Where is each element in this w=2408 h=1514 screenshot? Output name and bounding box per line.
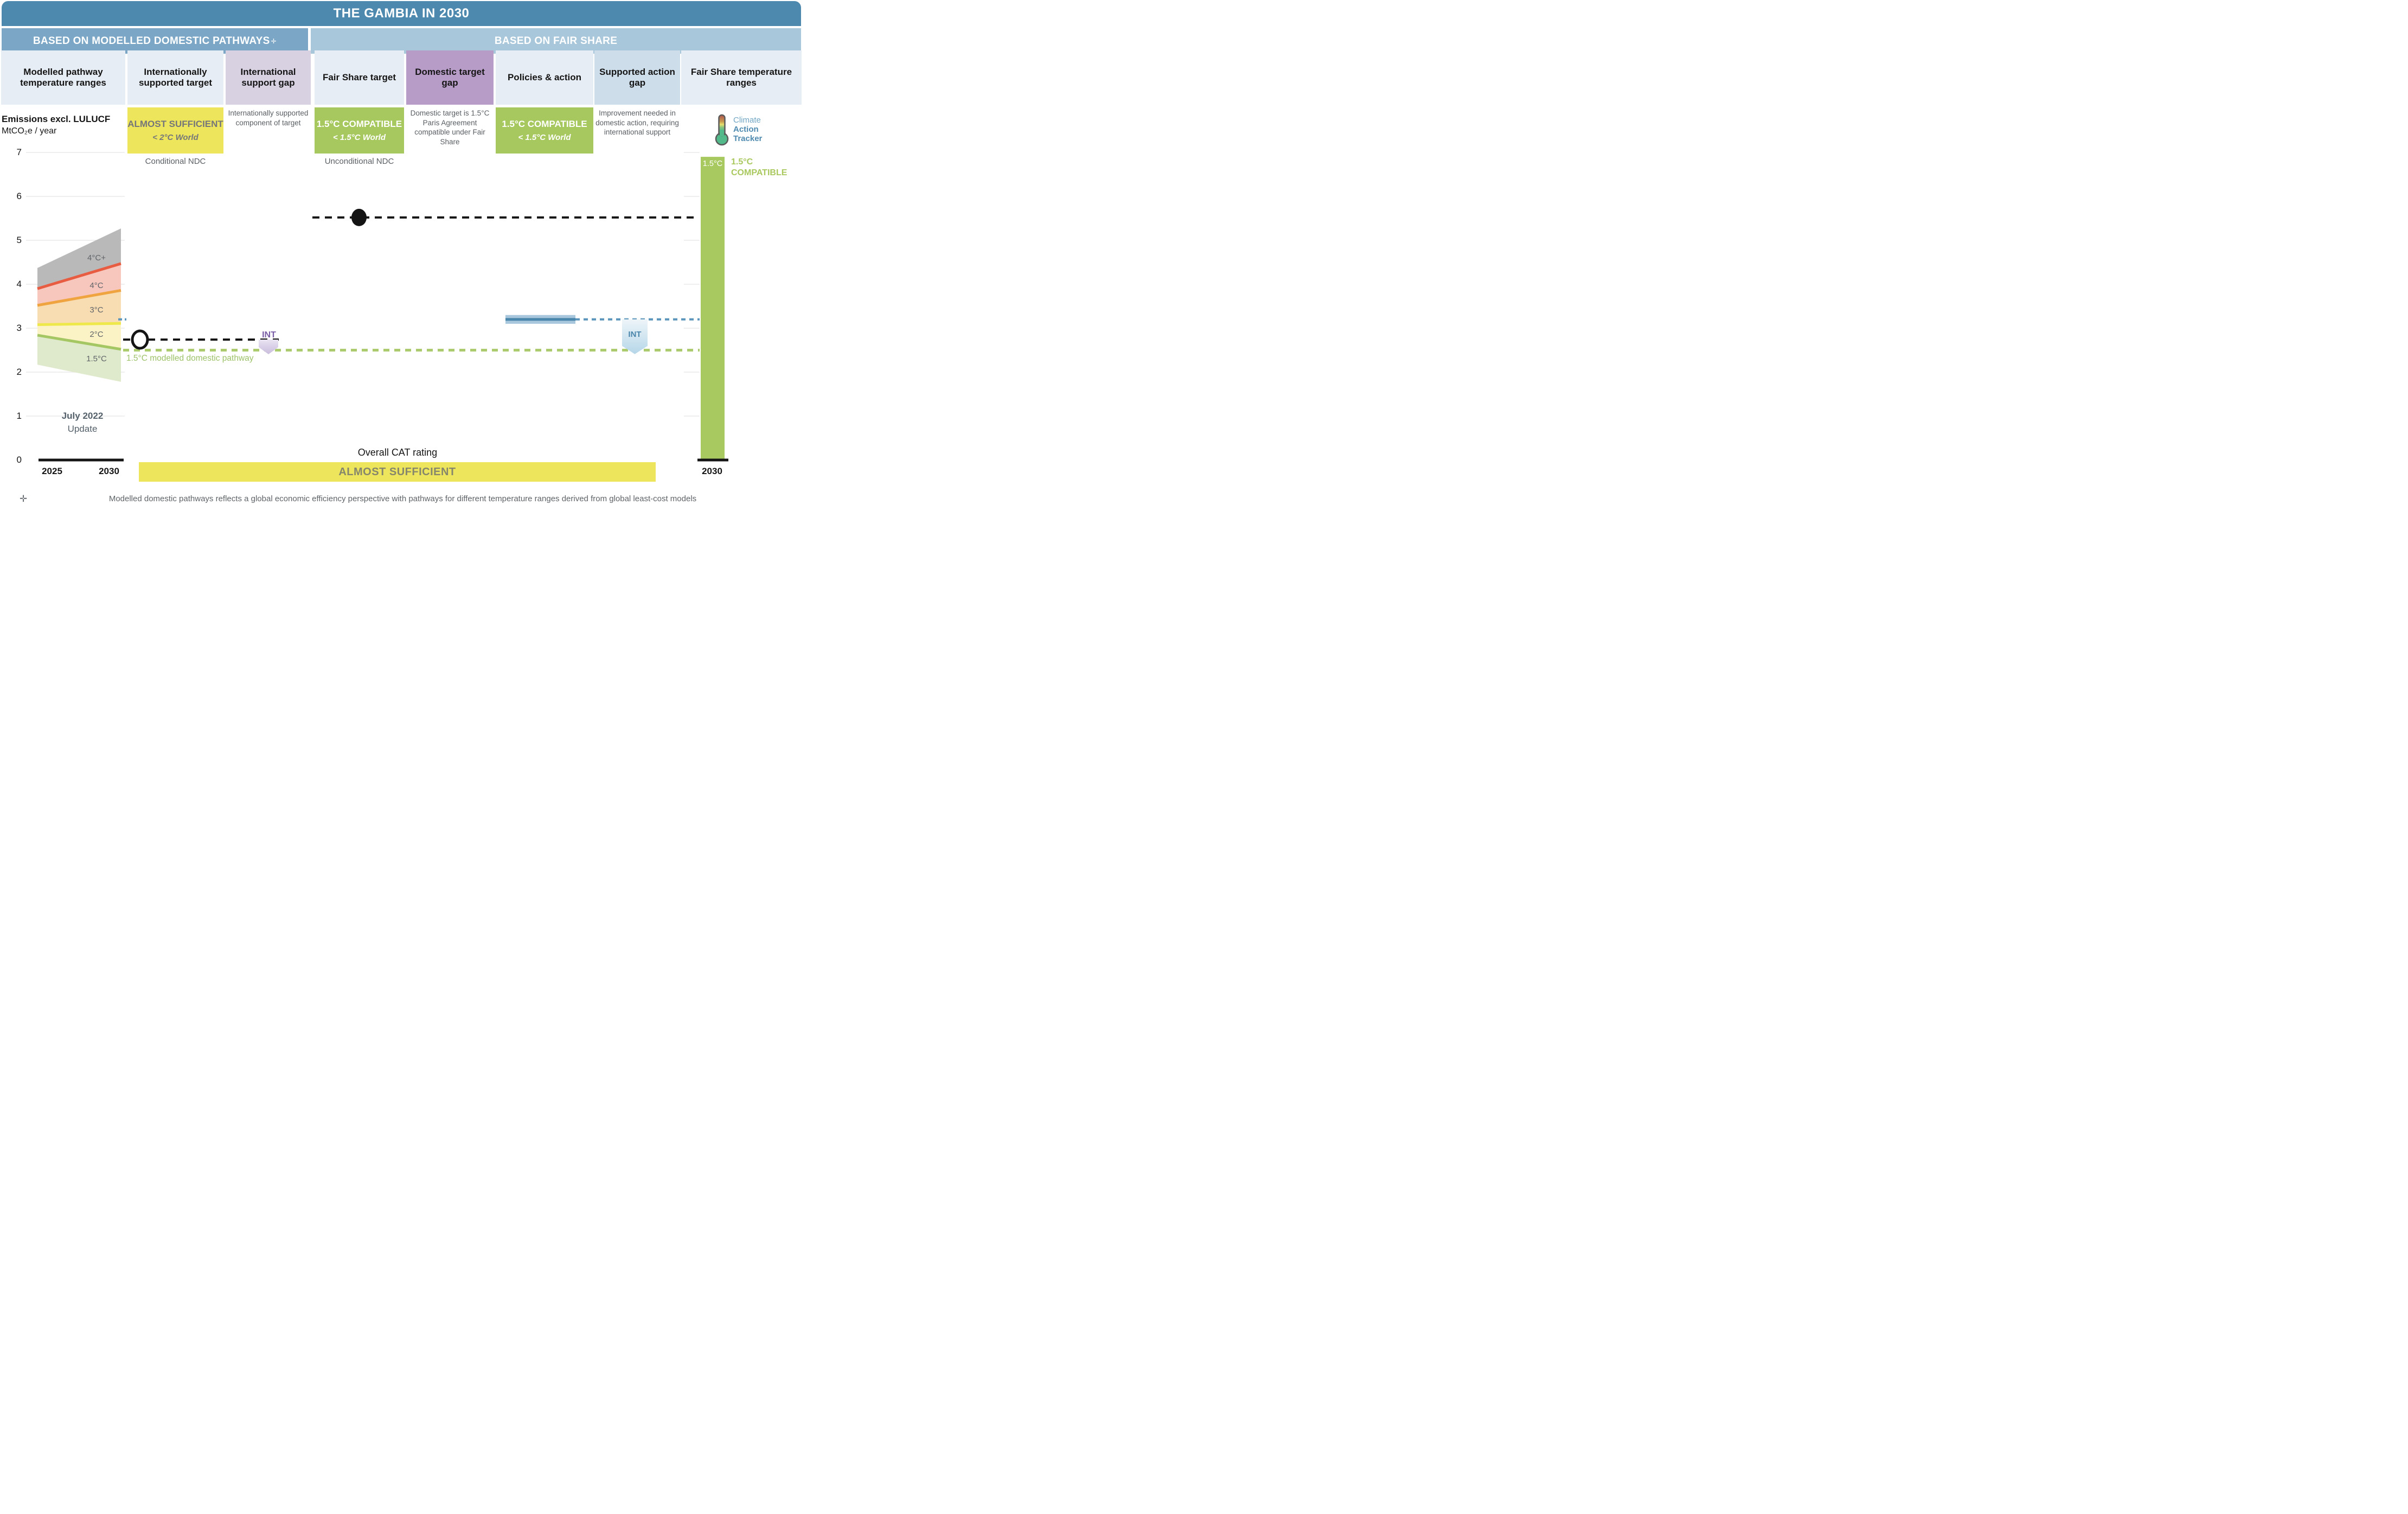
band-label-2c: 2°C [89,330,104,339]
unconditional-ndc-label: Unconditional NDC [324,157,394,166]
fair-share-bar-label: 1.5°C [702,159,723,168]
logo-line-action: Action [733,124,759,134]
update-date: July 2022 [61,411,104,421]
y-tick-0: 0 [16,455,22,465]
footnote-marker-sup: ✛ [271,37,277,45]
y-tick-7: 7 [16,147,22,157]
international-support-gap-arrow [259,340,278,355]
band-label-4c-plus: 4°C+ [87,253,106,263]
wedge-boundary-line [37,262,121,290]
y-tick-3: 3 [16,323,22,333]
wedge-band [37,323,121,349]
overall-cat-rating-label: Overall CAT rating [357,447,438,458]
y-axis-units: MtCO₂e / year [2,126,57,136]
fair-share-compatible-side-label: 1.5°C COMPATIBLE [731,157,787,178]
column-header-international-support-gap: International support gap [226,50,311,105]
wedge-band [37,228,121,289]
rating-world: < 1.5°C World [333,132,386,142]
supported-action-gap-arrow [622,319,648,354]
x-label-2025: 2025 [42,466,62,476]
side-label-line2: COMPATIBLE [731,168,787,177]
column-header-policies-action: Policies & action [496,50,593,105]
update-word: Update [67,424,98,434]
band-label-1-5c: 1.5°C [86,354,107,363]
section-header-modelled-domestic: BASED ON MODELLED DOMESTIC PATHWAYS✛ [2,28,308,54]
side-label-line1: 1.5°C [731,157,753,167]
cat-country-assessment: THE GAMBIA IN 2030 BASED ON MODELLED DOM… [0,0,803,505]
footnote-text: Modelled domestic pathways reflects a gl… [108,494,697,503]
wedge-band [37,290,121,325]
x-label-2030-left: 2030 [99,466,119,476]
wedge-boundary-line [37,334,121,351]
logo-line-tracker: Tracker [733,133,763,143]
policies-action-median-line [505,318,575,321]
chart-canvas [26,152,728,462]
fair-share-compatible-bar [701,157,725,461]
band-label-4c: 4°C [89,281,104,290]
rating-label: 1.5°C COMPATIBLE [502,119,587,130]
column-header-fair-share-target: Fair Share target [315,50,404,105]
section-header-fair-share: BASED ON FAIR SHARE [311,28,801,54]
rating-label: ALMOST SUFFICIENT [127,119,223,130]
thermometer-icon [715,114,729,146]
band-label-3c: 3°C [89,305,104,315]
rating-box-fair-share-target: 1.5°C COMPATIBLE < 1.5°C World [315,107,404,154]
y-tick-2: 2 [16,367,22,377]
rating-world: < 1.5°C World [518,132,571,142]
wedge-band [37,263,121,305]
internationally-supported-target-marker [131,329,149,350]
column-header-modelled-pathway-ranges: Modelled pathway temperature ranges [1,50,125,105]
logo-line-climate: Climate [733,116,761,125]
international-support-gap-note: Internationally supported component of t… [228,109,309,127]
supported-action-gap-note: Improvement needed in domestic action, r… [595,109,679,137]
cat-logo-text: Climate Action Tracker [733,116,762,143]
domestic-target-gap-note: Domestic target is 1.5°C Paris Agreement… [410,109,490,146]
rating-box-policies-action: 1.5°C COMPATIBLE < 1.5°C World [496,107,593,154]
x-label-2030-right: 2030 [702,466,722,476]
column-header-fair-share-temp-ranges: Fair Share temperature ranges [681,50,802,105]
overall-rating-bar: ALMOST SUFFICIENT [139,462,656,482]
rating-world: < 2°C World [152,132,198,142]
column-header-internationally-supported-target: Internationally supported target [127,50,223,105]
column-header-supported-action-gap: Supported action gap [594,50,680,105]
supported-action-gap-arrow-label: INT [628,330,642,339]
international-support-gap-arrow-label: INT [262,330,276,340]
y-tick-1: 1 [16,411,22,421]
footnote-marker: ✛ [20,494,28,504]
wedge-boundary-line [37,322,121,327]
y-tick-4: 4 [16,279,22,289]
rating-box-internationally-supported: ALMOST SUFFICIENT < 2°C World [127,107,223,154]
fair-share-target-marker [351,208,367,226]
column-header-domestic-target-gap: Domestic target gap [406,50,494,105]
domestic-pathway-label: 1.5°C modelled domestic pathway [126,354,254,363]
y-axis-title: Emissions excl. LULUCF [2,114,111,124]
conditional-ndc-label: Conditional NDC [145,157,206,166]
y-tick-5: 5 [16,235,22,245]
y-tick-6: 6 [16,191,22,201]
page-title: THE GAMBIA IN 2030 [2,1,801,26]
wedge-boundary-line [37,289,121,307]
rating-label: 1.5°C COMPATIBLE [316,119,402,130]
